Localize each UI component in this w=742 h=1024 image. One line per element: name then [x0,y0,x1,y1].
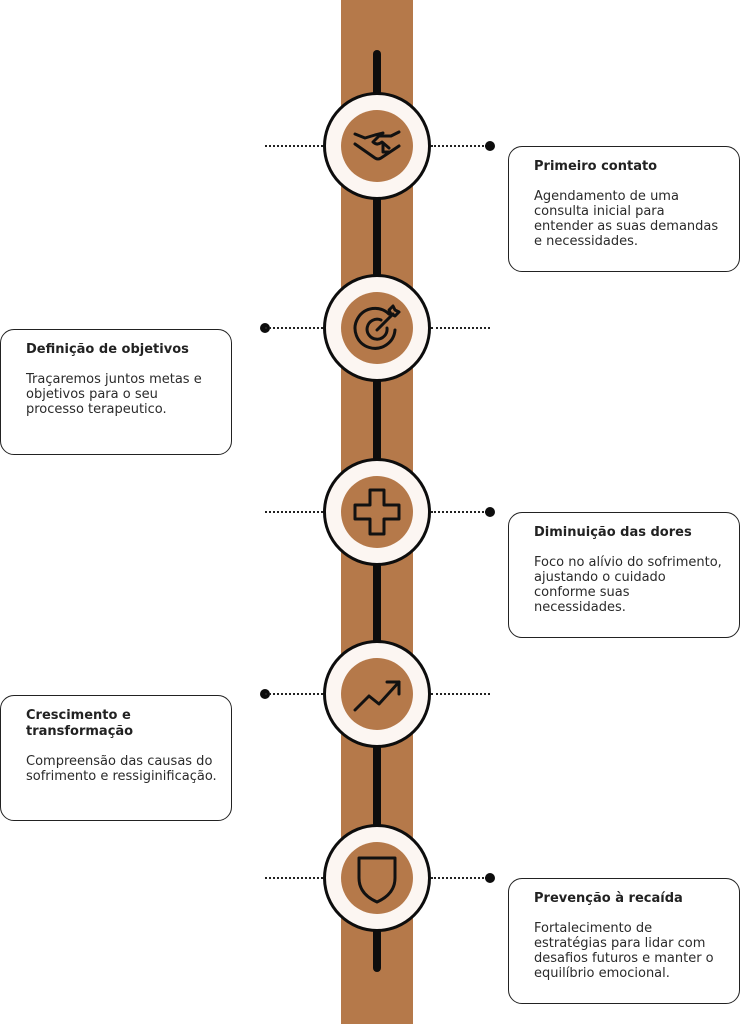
connector [431,327,490,329]
connector [265,327,323,329]
step-node-5 [323,824,431,932]
step-card-3: Diminuição das dores Foco no alívio do s… [508,512,740,638]
step-node-1 [323,92,431,200]
step-text: Traçaremos juntos metas e objetivos para… [26,372,202,417]
step-card-1: Primeiro contato Agendamento de uma cons… [508,146,740,272]
step-node-4 [323,640,431,748]
connector [431,511,487,513]
step-card-4: Crescimento e transformação Compreensão … [0,695,232,821]
connector [265,877,323,879]
step-title: Definição de objetivos [26,342,189,357]
step-title: Prevenção à recaída [534,891,683,906]
connector [265,145,323,147]
connector [431,877,487,879]
connector-dot [485,507,495,517]
connector [431,145,487,147]
shield-icon [357,856,397,904]
step-title: Diminuição das dores [534,525,692,540]
connector-dot [485,141,495,151]
handshake-icon [353,130,401,161]
step-card-5: Prevenção à recaída Fortalecimento de es… [508,878,740,1004]
trend-up-icon [353,680,401,712]
step-text: Foco no alívio do sofrimento, ajustando … [534,555,722,615]
step-node-2 [323,274,431,382]
step-title: Crescimento e transformação [26,708,134,739]
connector-dot [485,873,495,883]
step-title: Primeiro contato [534,159,658,174]
connector [265,511,323,513]
step-text: Agendamento de uma consulta inicial para… [534,189,719,249]
connector [431,693,490,695]
step-node-3 [323,458,431,566]
connector [265,693,323,695]
target-icon [353,304,401,350]
step-text: Compreensão das causas do sofrimento e r… [26,754,217,784]
step-card-2: Definição de objetivos Traçaremos juntos… [0,329,232,455]
step-text: Fortalecimento de estratégias para lidar… [534,921,714,981]
plus-icon [353,488,401,536]
